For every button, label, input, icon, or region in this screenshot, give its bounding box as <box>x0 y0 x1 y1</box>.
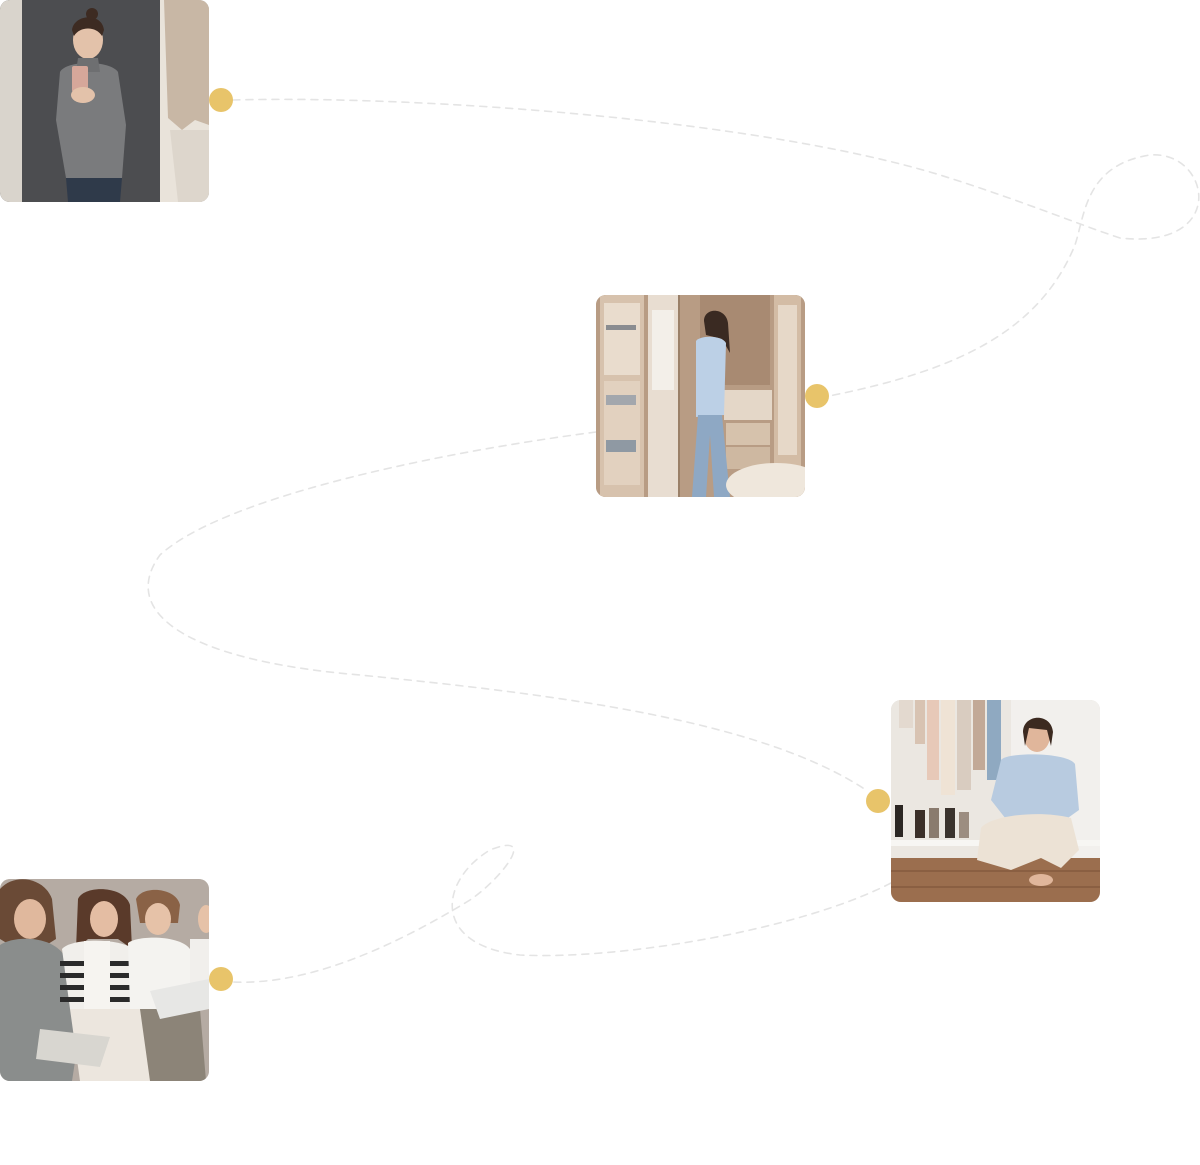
timeline-dot <box>805 384 829 408</box>
fitting-room-selfie-photo <box>0 0 209 202</box>
timeline-dot <box>866 789 890 813</box>
timeline-dot <box>209 967 233 991</box>
wardrobe-closet-photo <box>596 295 805 497</box>
timeline-dot <box>209 88 233 112</box>
seated-by-shoe-rack-photo <box>891 700 1100 902</box>
group-reading-magazine-photo <box>0 879 209 1081</box>
